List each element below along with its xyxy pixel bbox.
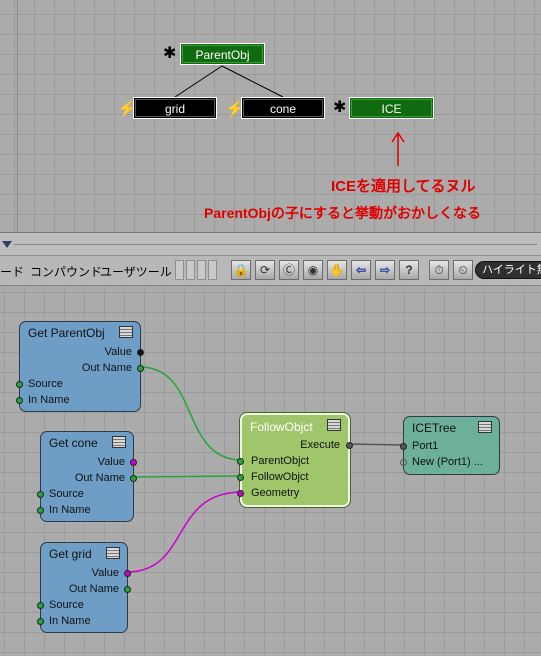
node-menu-icon[interactable]	[119, 326, 133, 338]
port-dot-value[interactable]	[137, 349, 144, 356]
lock-icon[interactable]: 🔒	[231, 260, 251, 280]
node-get-cone[interactable]: Get cone Value Out Name Source In Name	[37, 431, 137, 522]
port-dot-source[interactable]	[37, 602, 44, 609]
port-value: Value	[97, 456, 125, 468]
disabled-button	[175, 260, 184, 280]
node-title: ICETree	[412, 421, 457, 435]
annotation-arrow-icon	[391, 131, 405, 166]
port-parentobjct: ParentObjct	[251, 455, 310, 467]
node-menu-icon[interactable]	[478, 421, 492, 433]
ice-toolbar: ード コンパウンド ユーザツール 🔒 ⟳ Ⓒ ◉ ✋ ⇦ ⇨ ? ⏱ ⏲ ハイラ…	[0, 256, 541, 286]
annotation-line-2: ParentObjの子にすると挙動がおかしくなる	[204, 205, 482, 221]
null-marker-icon: ✱	[333, 99, 347, 116]
port-execute: Execute	[300, 439, 340, 451]
panel-splitter[interactable]	[0, 232, 541, 256]
port-followobjct: FollowObjct	[251, 471, 309, 483]
node-icetree[interactable]: ICETree Port1 New (Port1) ...	[400, 416, 500, 475]
port-dot-execute[interactable]	[346, 442, 353, 449]
node-get-grid[interactable]: Get grid Value Out Name Source In Name	[37, 542, 131, 633]
node-menu-icon[interactable]	[327, 419, 341, 431]
node-followobjct[interactable]: FollowObjct Execute ParentObjct FollowOb…	[237, 413, 353, 507]
collapse-triangle-icon[interactable]	[2, 241, 12, 248]
schematic-view: ✱ ParentObj ⚡ grid ⚡ cone ✱ ICE ICEを適用して…	[0, 0, 541, 232]
port-dot-geometry[interactable]	[237, 490, 244, 497]
port-dot-source[interactable]	[37, 491, 44, 498]
timer-settings-icon[interactable]: ⏲	[453, 260, 473, 280]
constraint-icon: ⚡	[225, 101, 245, 118]
port-dot-in-name[interactable]	[37, 618, 44, 625]
globe-icon[interactable]: ◉	[303, 260, 323, 280]
schematic-links	[174, 65, 284, 98]
node-title: Get ParentObj	[28, 326, 105, 340]
disabled-button	[197, 260, 206, 280]
annotation-line-1: ICEを適用してるヌル	[331, 178, 476, 195]
port-dot-source[interactable]	[16, 381, 23, 388]
port-dot-followobjct[interactable]	[237, 474, 244, 481]
port-in-name: In Name	[28, 394, 70, 406]
port-source: Source	[49, 488, 84, 500]
port-in-name: In Name	[49, 504, 91, 516]
node-menu-icon[interactable]	[112, 436, 126, 448]
port-in-name: In Name	[49, 615, 91, 627]
schematic-node-cone[interactable]: cone	[241, 97, 325, 119]
menu-node[interactable]: ード	[0, 265, 25, 279]
port-dot-parentobjct[interactable]	[237, 458, 244, 465]
arrow-right-icon[interactable]: ⇨	[375, 260, 395, 280]
constraint-icon: ⚡	[117, 101, 137, 118]
menu-user-tools[interactable]: ユーザツール	[100, 265, 172, 279]
node-title: FollowObjct	[250, 420, 313, 434]
port-dot-out-name[interactable]	[137, 365, 144, 372]
refresh-icon[interactable]: ⟳	[255, 260, 275, 280]
schematic-node-grid[interactable]: grid	[133, 97, 217, 119]
disabled-button	[208, 260, 217, 280]
help-icon[interactable]: ?	[399, 260, 419, 280]
port-out-name: Out Name	[81, 362, 132, 374]
port-source: Source	[28, 378, 63, 390]
port-source: Source	[49, 599, 84, 611]
port-value: Value	[91, 567, 119, 579]
arrow-left-icon[interactable]: ⇦	[351, 260, 371, 280]
port-dot-value[interactable]	[124, 570, 131, 577]
highlight-toggle[interactable]: ハイライト無	[475, 261, 541, 279]
port-dot-value[interactable]	[130, 459, 137, 466]
port-dot-in-name[interactable]	[37, 507, 44, 514]
node-title: Get cone	[49, 436, 98, 450]
schematic-node-parentobj[interactable]: ParentObj	[180, 43, 265, 65]
schematic-node-ice[interactable]: ICE	[349, 97, 434, 119]
port-port1: Port1	[412, 440, 439, 452]
port-dot-out-name[interactable]	[124, 586, 131, 593]
schematic-vertical-rule	[17, 0, 18, 232]
parent-marker-icon: ✱	[163, 45, 177, 62]
port-dot-new-port[interactable]	[400, 459, 407, 466]
port-dot-out-name[interactable]	[130, 475, 137, 482]
port-value: Value	[104, 346, 132, 358]
port-dot-in-name[interactable]	[16, 397, 23, 404]
hand-icon[interactable]: ✋	[327, 260, 347, 280]
port-geometry: Geometry	[251, 487, 300, 499]
disabled-button	[186, 260, 195, 280]
node-get-parentobj[interactable]: Get ParentObj Value Out Name Source In N…	[16, 321, 144, 412]
port-out-name: Out Name	[68, 583, 119, 595]
menu-compound[interactable]: コンパウンド	[30, 265, 103, 279]
port-new-port: New (Port1) ...	[412, 456, 483, 468]
node-menu-icon[interactable]	[106, 547, 120, 559]
compound-c-icon[interactable]: Ⓒ	[279, 260, 299, 280]
port-dot-port1[interactable]	[400, 443, 407, 450]
node-title: Get grid	[49, 547, 92, 561]
port-out-name: Out Name	[74, 472, 125, 484]
stopwatch-icon[interactable]: ⏱	[429, 260, 449, 280]
